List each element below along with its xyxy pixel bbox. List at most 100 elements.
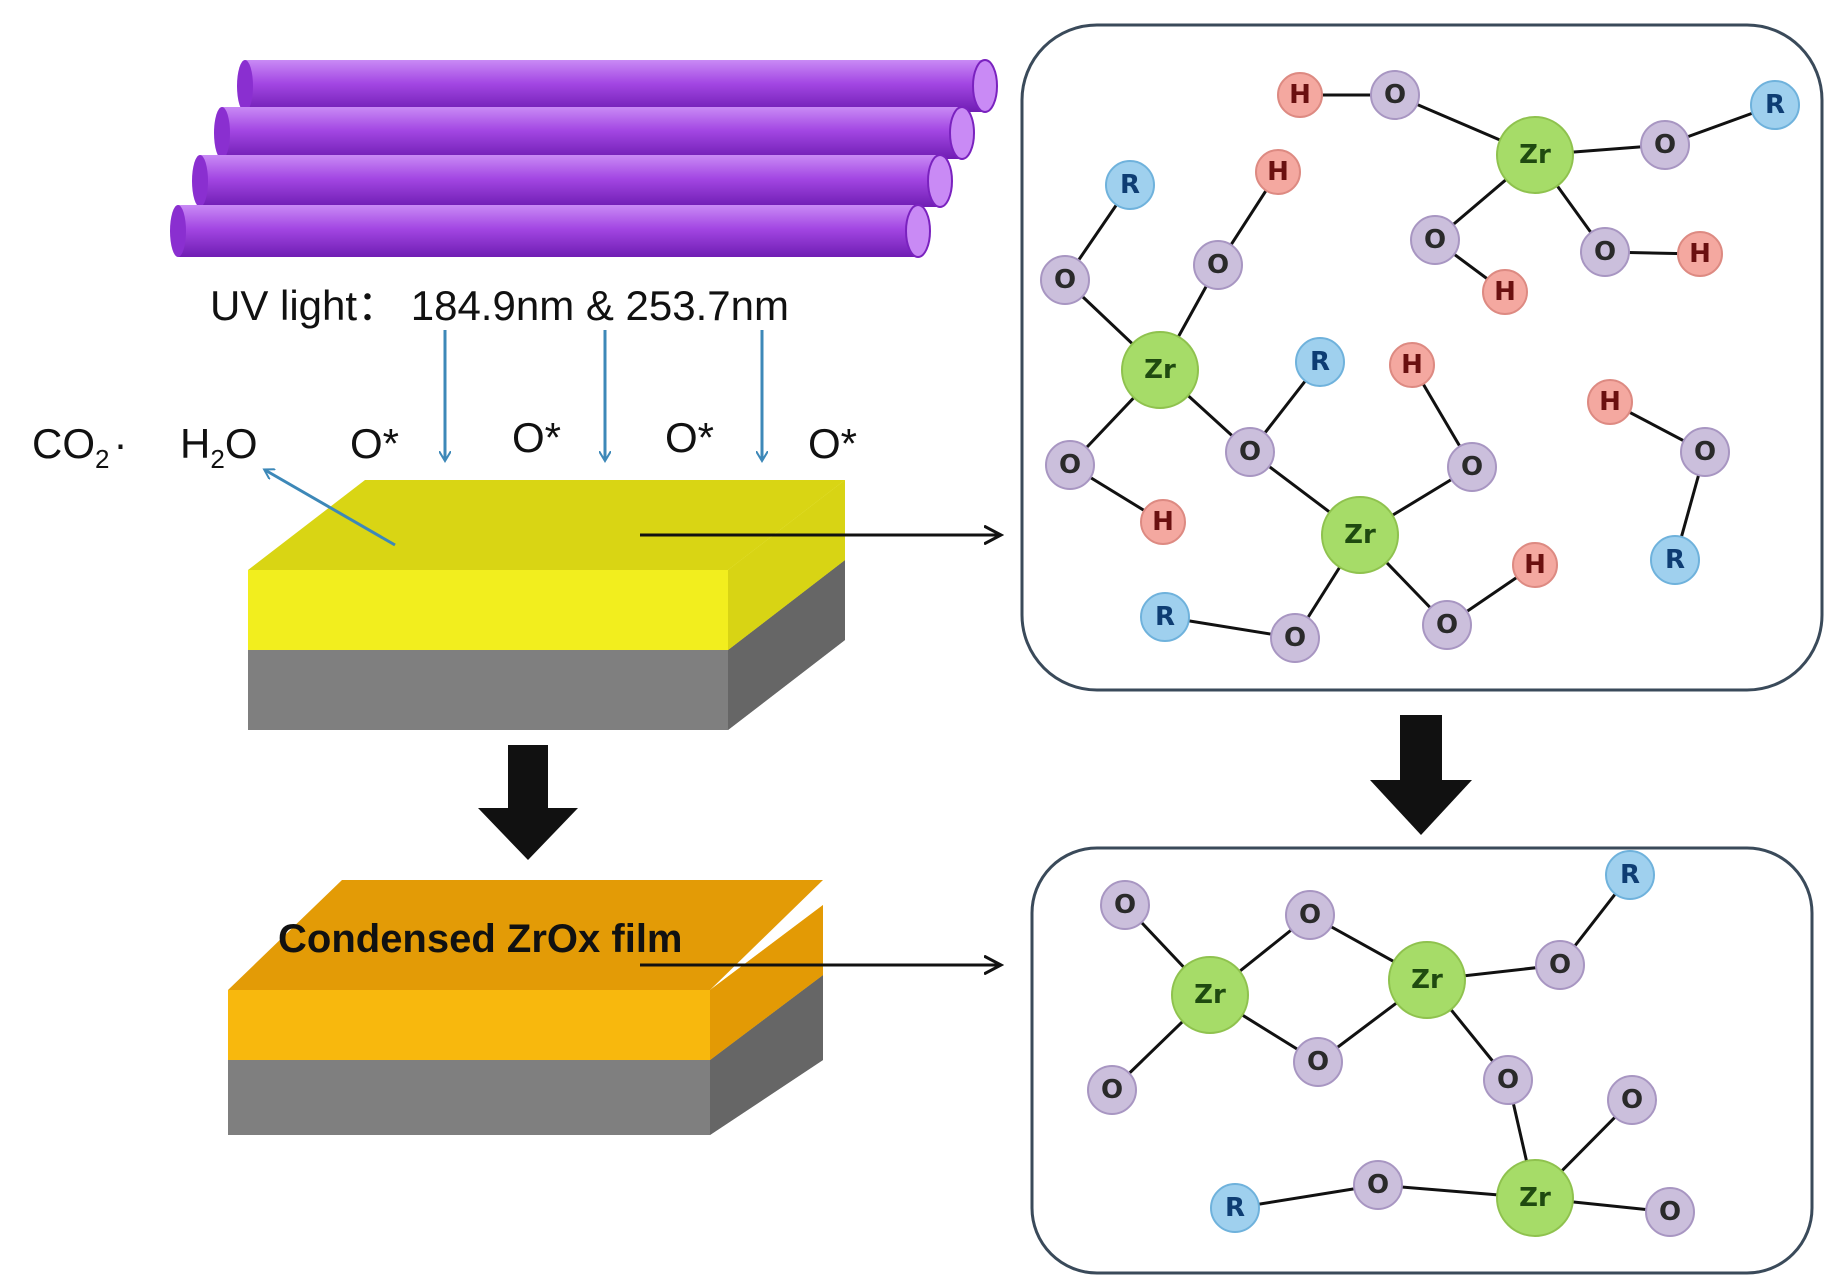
atom-circle xyxy=(1640,120,1690,170)
atom-circle xyxy=(1171,956,1249,1034)
atom-label: Zr xyxy=(1519,140,1551,170)
atom-label: R xyxy=(1665,545,1685,575)
atom-label: H xyxy=(1689,239,1711,269)
atom-circle xyxy=(1605,850,1655,900)
precursor-film-layer xyxy=(248,480,845,650)
svg-text:H2O: H2O xyxy=(180,420,257,474)
atom-o: O xyxy=(1353,1160,1403,1210)
atom-label: Zr xyxy=(1344,520,1376,550)
atom-o: O xyxy=(1645,1187,1695,1237)
atom-circle xyxy=(1645,1187,1695,1237)
atom-circle xyxy=(1650,535,1700,585)
atom-circle xyxy=(1496,1159,1574,1237)
atom-label: O xyxy=(1239,437,1261,467)
atom-o: O xyxy=(1370,70,1420,120)
atom-o: O xyxy=(1045,440,1095,490)
atom-r: R xyxy=(1750,80,1800,130)
atom-circle xyxy=(1255,149,1301,195)
atom-circle xyxy=(1483,1055,1533,1105)
atom-circle xyxy=(1121,331,1199,409)
atom-label: H xyxy=(1401,350,1423,380)
atom-label: R xyxy=(1225,1193,1245,1223)
atom-label: H xyxy=(1152,507,1174,537)
atom-circle xyxy=(1677,231,1723,277)
atom-circle xyxy=(1321,496,1399,574)
atom-circle xyxy=(1105,160,1155,210)
atom-label: O xyxy=(1299,900,1321,930)
atom-circle xyxy=(1353,1160,1403,1210)
atom-o: O xyxy=(1680,427,1730,477)
atom-label: O xyxy=(1367,1170,1389,1200)
atom-circle xyxy=(1447,442,1497,492)
atom-circle xyxy=(1100,880,1150,930)
atom-circle xyxy=(1389,342,1435,388)
atom-circle xyxy=(1587,379,1633,425)
h2o-h-text: H xyxy=(180,420,210,467)
atom-o: O xyxy=(1225,427,1275,477)
process-down-arrow-left xyxy=(478,745,578,860)
atom-label: R xyxy=(1620,860,1640,890)
atom-label: H xyxy=(1289,80,1311,110)
atom-label: H xyxy=(1599,387,1621,417)
atom-h: H xyxy=(1482,269,1528,315)
atom-o: O xyxy=(1483,1055,1533,1105)
atom-circle xyxy=(1410,215,1460,265)
atom-o: O xyxy=(1293,1037,1343,1087)
atom-zr: Zr xyxy=(1171,956,1249,1034)
atom-label: Zr xyxy=(1144,355,1176,385)
oxygen-radicals: O* O* O* O* xyxy=(350,414,857,467)
atom-zr: Zr xyxy=(1121,331,1199,409)
co2-subscript: 2 xyxy=(95,444,109,474)
atom-circle xyxy=(1140,499,1186,545)
atom-label: O xyxy=(1659,1197,1681,1227)
uv-lamp-tube xyxy=(237,59,998,113)
atom-label: R xyxy=(1765,90,1785,120)
atom-label: O xyxy=(1114,890,1136,920)
atom-circle xyxy=(1140,592,1190,642)
atom-o: O xyxy=(1270,613,1320,663)
atom-o: O xyxy=(1193,240,1243,290)
atom-r: R xyxy=(1210,1183,1260,1233)
oxygen-radical-label: O* xyxy=(350,420,399,467)
process-down-arrow-right xyxy=(1370,715,1472,835)
atom-zr: Zr xyxy=(1496,116,1574,194)
atom-zr: Zr xyxy=(1388,941,1466,1019)
atom-circle xyxy=(1680,427,1730,477)
atom-o: O xyxy=(1087,1065,1137,1115)
atom-circle xyxy=(1040,255,1090,305)
atom-h: H xyxy=(1277,72,1323,118)
atom-h: H xyxy=(1512,542,1558,588)
atom-circle xyxy=(1388,941,1466,1019)
atom-circle xyxy=(1210,1183,1260,1233)
uv-lamp xyxy=(170,59,998,258)
atom-label: O xyxy=(1384,80,1406,110)
precursor-film-top xyxy=(248,480,845,570)
atom-h: H xyxy=(1587,379,1633,425)
atom-circle xyxy=(1285,890,1335,940)
atom-label: O xyxy=(1424,225,1446,255)
byproduct-escape-arrow xyxy=(265,470,396,547)
atom-circle xyxy=(1370,70,1420,120)
atom-circle xyxy=(1225,427,1275,477)
oxygen-radical-label: O* xyxy=(512,414,561,461)
atom-o: O xyxy=(1100,880,1150,930)
atom-label: O xyxy=(1497,1065,1519,1095)
atom-label: O xyxy=(1621,1085,1643,1115)
atom-label: O xyxy=(1284,623,1306,653)
atom-zr: Zr xyxy=(1496,1159,1574,1237)
oxygen-radical-label: O* xyxy=(808,420,857,467)
atom-h: H xyxy=(1140,499,1186,545)
atom-circle xyxy=(1512,542,1558,588)
atom-h: H xyxy=(1389,342,1435,388)
condensed-film-layer xyxy=(228,905,823,1060)
atom-circle xyxy=(1580,227,1630,277)
atom-o: O xyxy=(1410,215,1460,265)
atom-o: O xyxy=(1607,1075,1657,1125)
atom-label: Zr xyxy=(1194,980,1226,1010)
atom-circle xyxy=(1270,613,1320,663)
atom-label: Zr xyxy=(1519,1183,1551,1213)
atom-r: R xyxy=(1105,160,1155,210)
condensed-film-top xyxy=(228,880,823,990)
condensed-film-stack xyxy=(228,880,823,1135)
